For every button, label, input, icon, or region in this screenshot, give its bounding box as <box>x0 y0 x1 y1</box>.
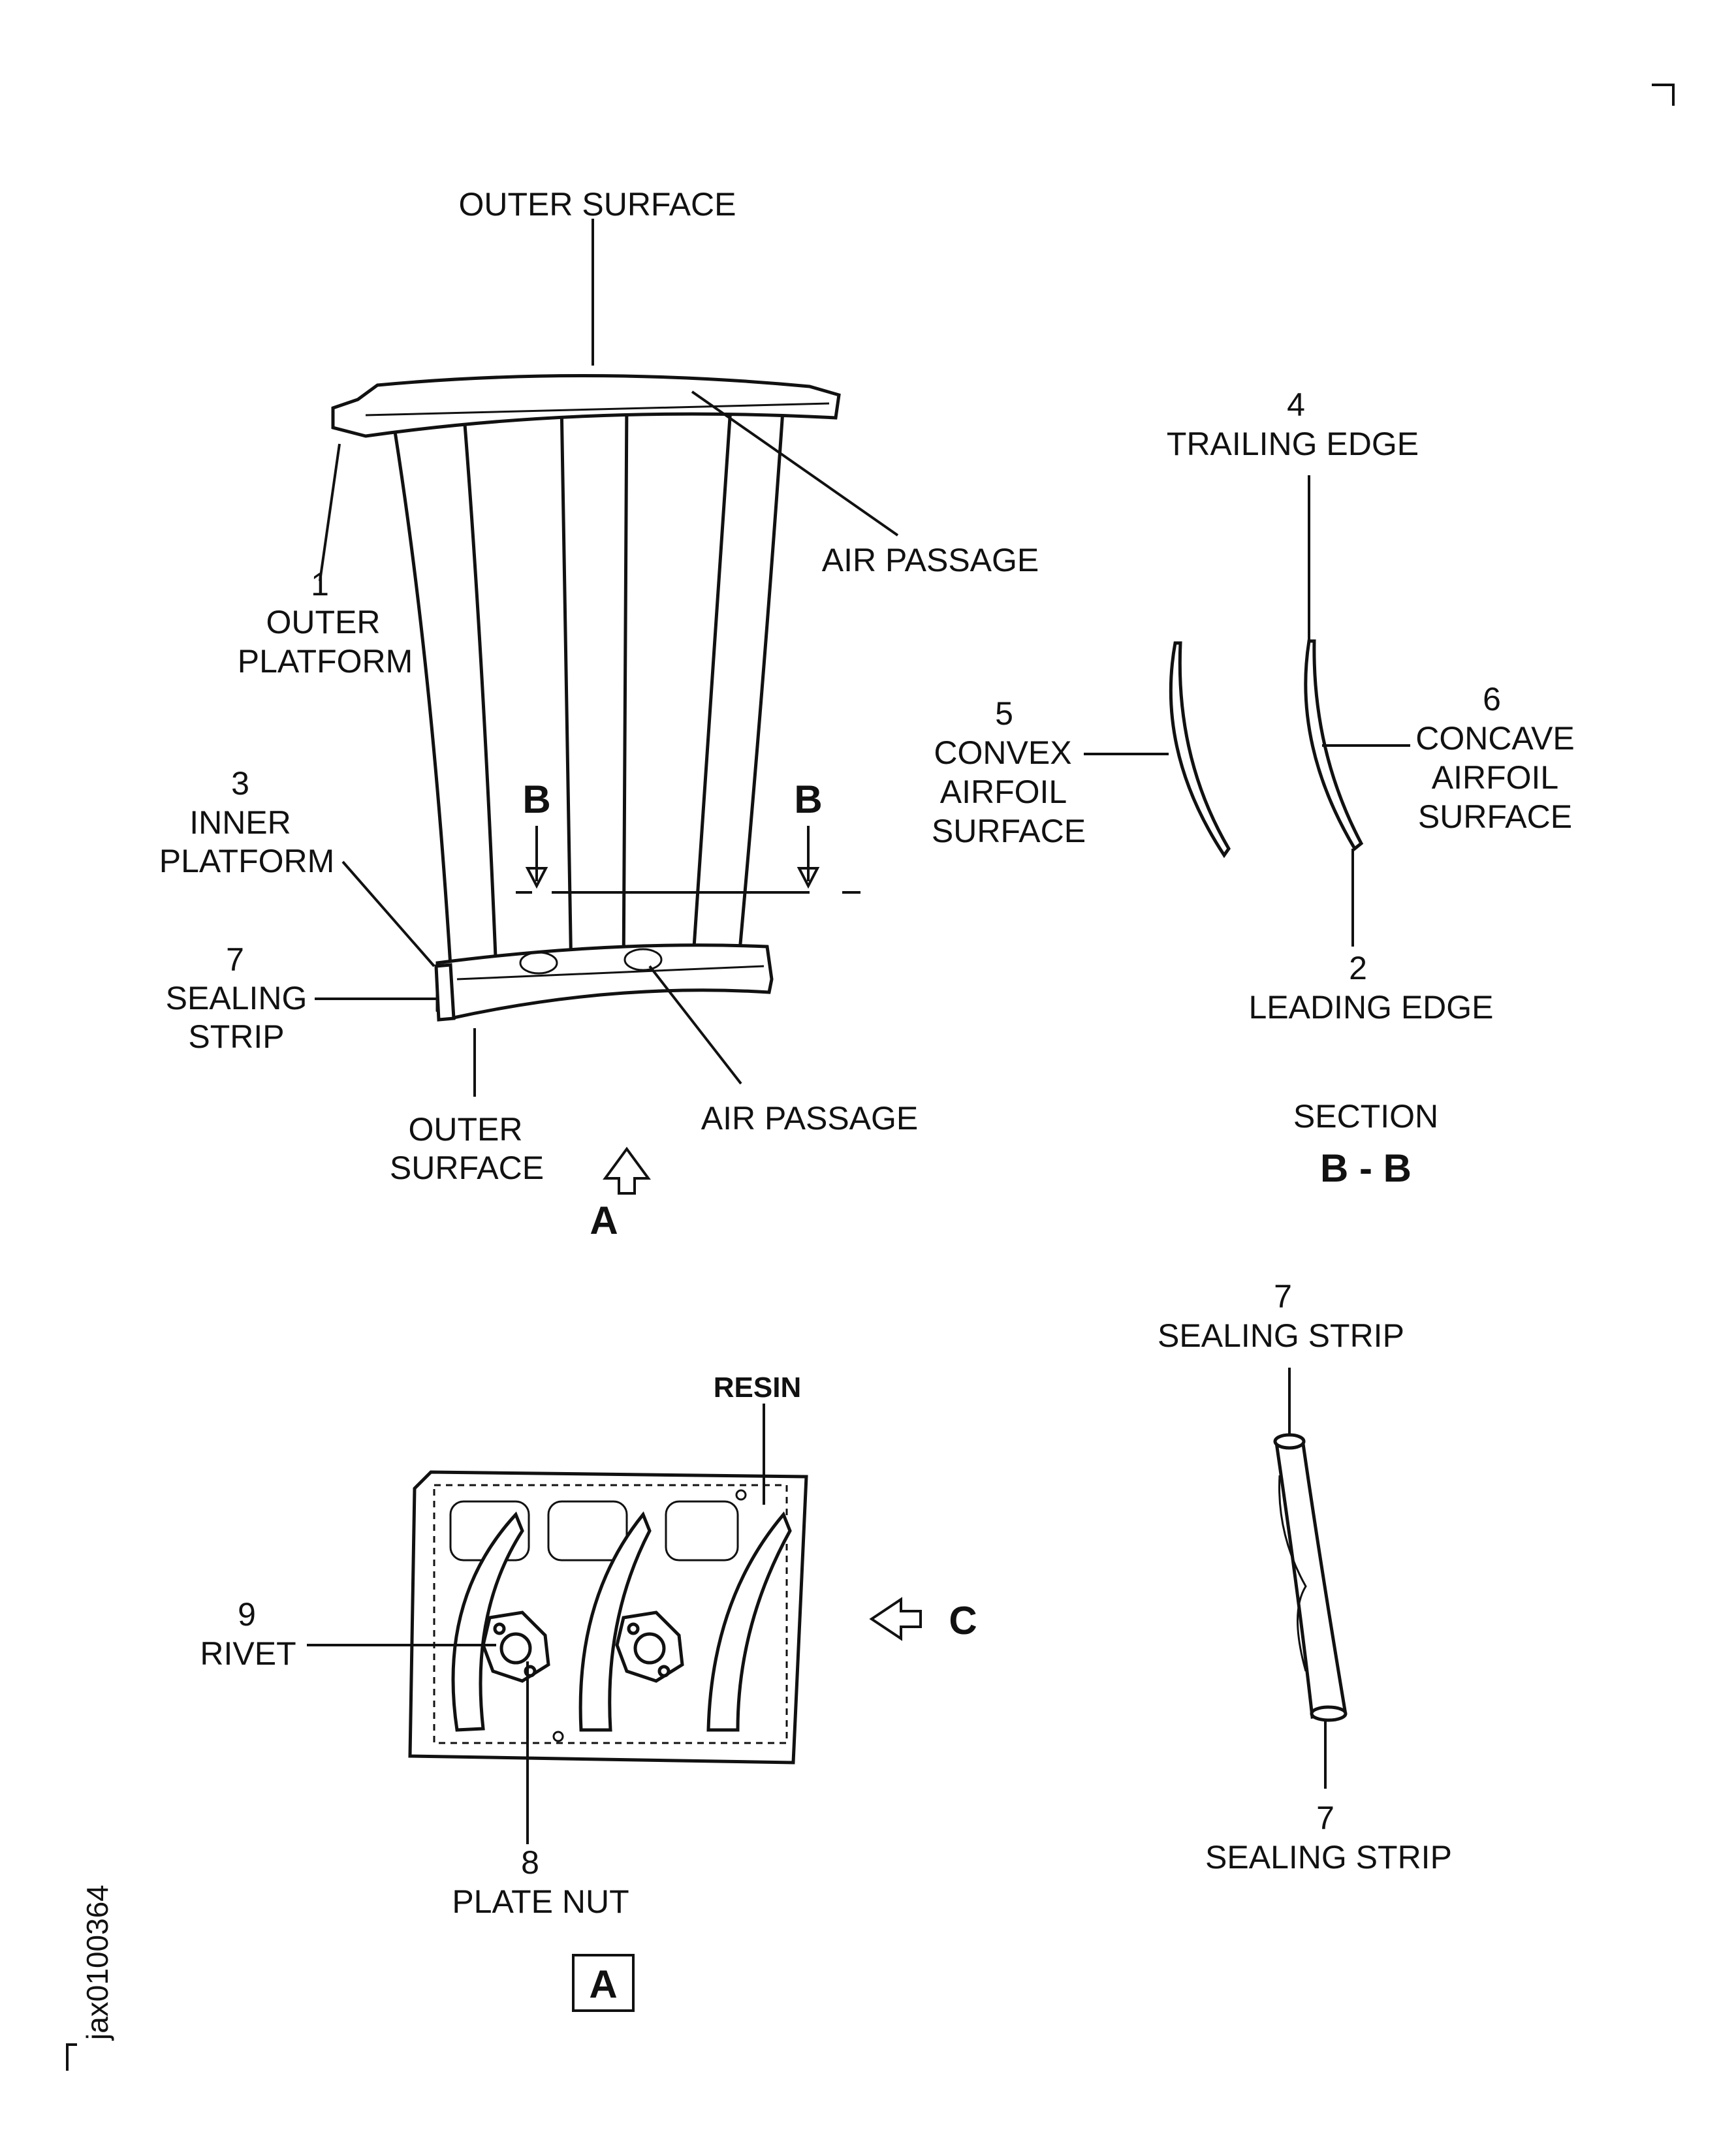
view-arrow-a-label: A <box>590 1199 618 1242</box>
concave-airfoil-section <box>1304 639 1364 851</box>
detail-a-drawing <box>408 1470 922 2012</box>
rivet-number: 9 <box>238 1596 256 1633</box>
outer-surface-bottom-label-1: OUTER <box>409 1111 523 1148</box>
outer-surface-bottom-label-2: SURFACE <box>390 1150 544 1186</box>
convex-label-2: AIRFOIL <box>940 774 1067 810</box>
concave-label-1: CONCAVE <box>1415 720 1575 757</box>
corner-mark-bottom-left <box>66 2043 77 2071</box>
air-passage-bottom-label: AIR PASSAGE <box>701 1100 919 1137</box>
detail-a-box <box>572 1954 635 2012</box>
concave-number: 6 <box>1483 681 1501 717</box>
outer-platform-label-1: OUTER <box>266 604 381 640</box>
plate-nut-2 <box>615 1610 684 1683</box>
outer-platform-number: 1 <box>311 566 329 603</box>
section-arrow-left <box>525 826 548 889</box>
concave-label-2: AIRFOIL <box>1432 759 1558 796</box>
strip-leaders <box>1288 1368 1327 1789</box>
outer-surface-top-label: OUTER SURFACE <box>458 186 736 223</box>
outer-platform-label-2: PLATFORM <box>238 643 413 680</box>
inner-platform-number: 3 <box>231 765 249 802</box>
sealing-strip-top-number: 7 <box>1274 1278 1292 1315</box>
sealing-strip-bottom-number: 7 <box>1316 1800 1334 1836</box>
outer-platform-shape <box>331 374 841 438</box>
nozzle-segment-drawing <box>331 374 860 1195</box>
sealing-strip-main-number: 7 <box>226 941 244 978</box>
inner-platform-shape <box>435 943 774 1020</box>
corner-mark-top-right <box>1652 84 1675 106</box>
inner-platform-label-2: PLATFORM <box>159 843 335 879</box>
view-arrow-c-label: C <box>949 1599 977 1642</box>
view-arrow-c-icon <box>869 1597 922 1641</box>
section-mark-left: B <box>522 777 550 821</box>
sealing-strip-top-label: SEALING STRIP <box>1158 1317 1404 1354</box>
convex-label-1: CONVEX <box>934 734 1071 771</box>
sealing-strip-body <box>1274 1437 1347 1719</box>
section-title: SECTION <box>1293 1098 1438 1135</box>
inner-platform-label-1: INNER <box>189 804 291 841</box>
trailing-edge-label: TRAILING EDGE <box>1167 426 1419 462</box>
concave-label-3: SURFACE <box>1418 798 1572 835</box>
convex-label-3: SURFACE <box>932 813 1086 849</box>
figure-id: jax0100364 <box>80 1885 114 2041</box>
vane-slot-1 <box>451 1511 524 1732</box>
vane-slot-2 <box>578 1511 652 1732</box>
plate-nut-label: PLATE NUT <box>452 1883 629 1920</box>
detail-leaders <box>307 1404 765 1844</box>
convex-number: 5 <box>995 695 1013 732</box>
sealing-strip-main-label-1: SEALING <box>166 980 308 1016</box>
convex-airfoil-section <box>1169 641 1231 858</box>
sealing-strip-shape <box>434 963 456 1022</box>
plate-nut-number: 8 <box>521 1844 539 1881</box>
leading-edge-label: LEADING EDGE <box>1248 989 1493 1026</box>
resin-label: RESIN <box>714 1372 801 1404</box>
trailing-edge-number: 4 <box>1287 386 1305 423</box>
plate-nut-1 <box>481 1610 550 1683</box>
rivet-label: RIVET <box>200 1635 296 1672</box>
air-passage-top-label: AIR PASSAGE <box>822 542 1039 578</box>
vane-3 <box>690 396 785 978</box>
sealing-strip-bottom-label: SEALING STRIP <box>1205 1839 1452 1876</box>
view-arrow-a-icon <box>603 1146 651 1195</box>
vane-1 <box>390 406 498 975</box>
vane-slot-3 <box>706 1511 792 1732</box>
detail-a-label: A <box>589 1962 617 2006</box>
main-view-leaders <box>315 219 899 1097</box>
section-name: B - B <box>1320 1146 1412 1190</box>
section-mark-right: B <box>794 777 822 821</box>
section-arrow-right <box>797 826 820 889</box>
airfoil-sections <box>1169 639 1364 858</box>
sealing-strip-drawing <box>1273 1433 1348 1722</box>
section-leaders <box>1084 475 1410 947</box>
leading-edge-number: 2 <box>1349 950 1367 986</box>
sealing-strip-main-label-2: STRIP <box>188 1018 284 1055</box>
